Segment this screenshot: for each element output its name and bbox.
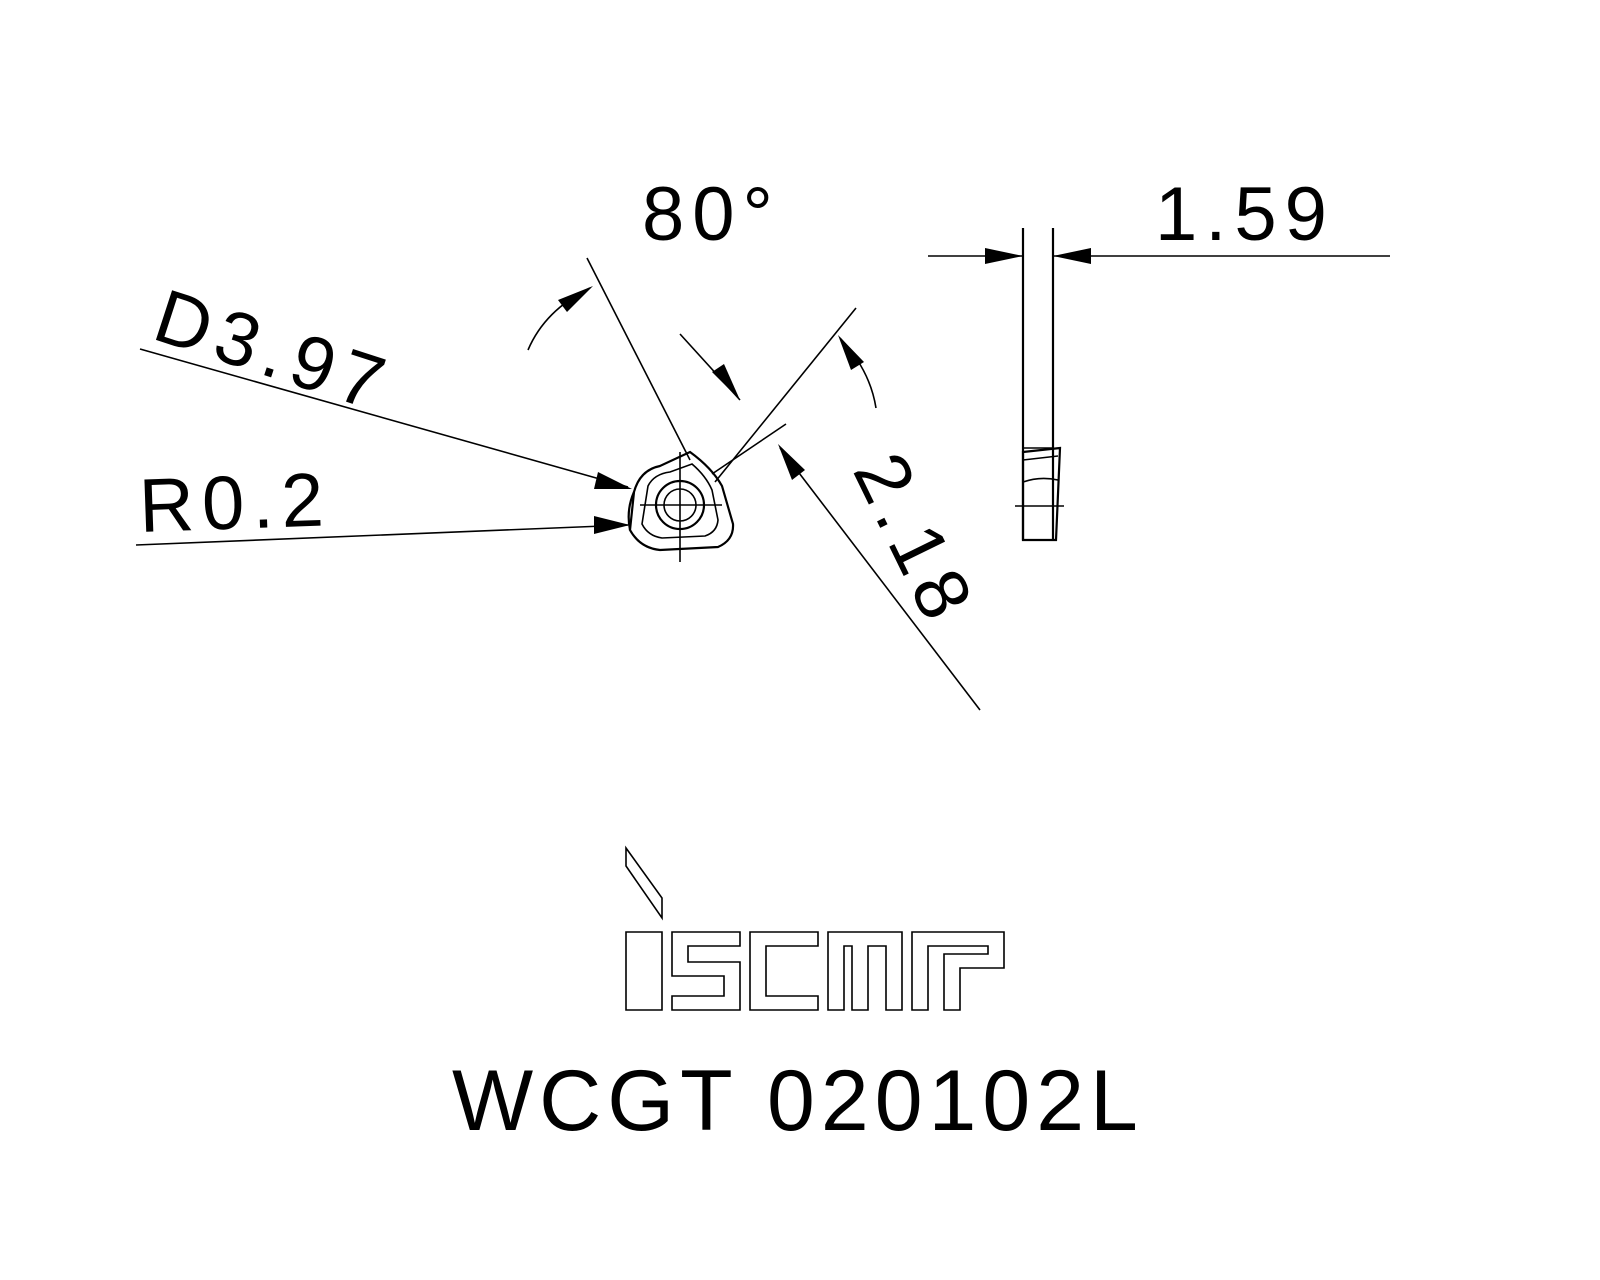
angle-arrowhead-right <box>838 335 864 370</box>
angle-extension-line-left <box>586 257 691 461</box>
diameter-dimension-label: D3.97 <box>145 273 402 429</box>
height-dimension-label: 2.18 <box>837 440 992 639</box>
diameter-arrowhead <box>594 472 632 489</box>
height-extension-line-bottom <box>711 423 787 475</box>
radius-arrowhead <box>594 516 630 534</box>
angle-arrowhead-left <box>558 286 593 312</box>
insert-side-view <box>1015 228 1064 542</box>
height-dimension-line <box>779 447 981 711</box>
angle-dimension-label: 80° <box>642 172 781 257</box>
part-code: WCGT 020102L <box>452 1053 1144 1149</box>
height-arrowhead-top <box>712 364 740 400</box>
radius-leader-line <box>135 524 629 546</box>
radius-dimension-label: R0.2 <box>138 457 333 549</box>
iscar-logo: iscar <box>625 845 1005 1011</box>
thickness-dimension-label: 1.59 <box>1155 172 1335 257</box>
insert-top-view <box>627 450 735 562</box>
thickness-arrowhead-left <box>985 248 1023 264</box>
height-arrowhead-bottom <box>778 444 805 480</box>
angle-extension-line-right <box>714 307 857 483</box>
thickness-arrowhead-right <box>1053 248 1091 264</box>
diameter-leader-line <box>139 348 629 488</box>
